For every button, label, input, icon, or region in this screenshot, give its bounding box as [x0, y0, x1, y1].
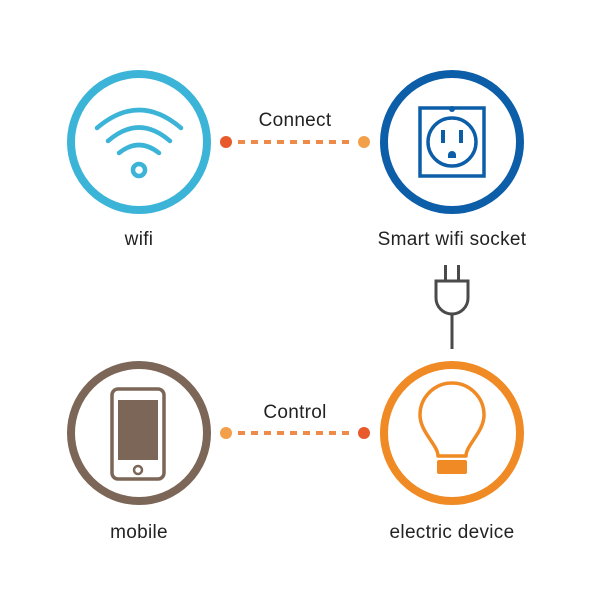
- wifi-node: [67, 70, 211, 214]
- connect-end-dot: [358, 136, 370, 148]
- socket-node: [380, 70, 524, 214]
- mobile-label: mobile: [110, 522, 168, 543]
- control-edge: [220, 427, 370, 439]
- wifi-circle: [67, 70, 211, 214]
- connect-start-dot: [220, 136, 232, 148]
- plug-icon: [434, 265, 470, 349]
- device-node: [380, 361, 524, 505]
- wifi-label: wifi: [124, 229, 154, 250]
- device-label: electric device: [389, 522, 515, 543]
- mobile-node: [67, 361, 211, 505]
- connect-label: Connect: [258, 110, 332, 131]
- control-start-dot: [220, 427, 232, 439]
- socket-circle: [380, 70, 524, 214]
- socket-label: Smart wifi socket: [377, 229, 527, 250]
- connect-edge: [220, 136, 370, 148]
- mobile-circle: [67, 361, 211, 505]
- wifi-icon: [94, 107, 184, 179]
- smartphone-icon: [110, 387, 166, 481]
- control-end-dot: [358, 427, 370, 439]
- power-outlet-icon: [418, 106, 486, 178]
- device-circle: [380, 361, 524, 505]
- control-label: Control: [263, 402, 327, 423]
- light-bulb-icon: [418, 381, 486, 474]
